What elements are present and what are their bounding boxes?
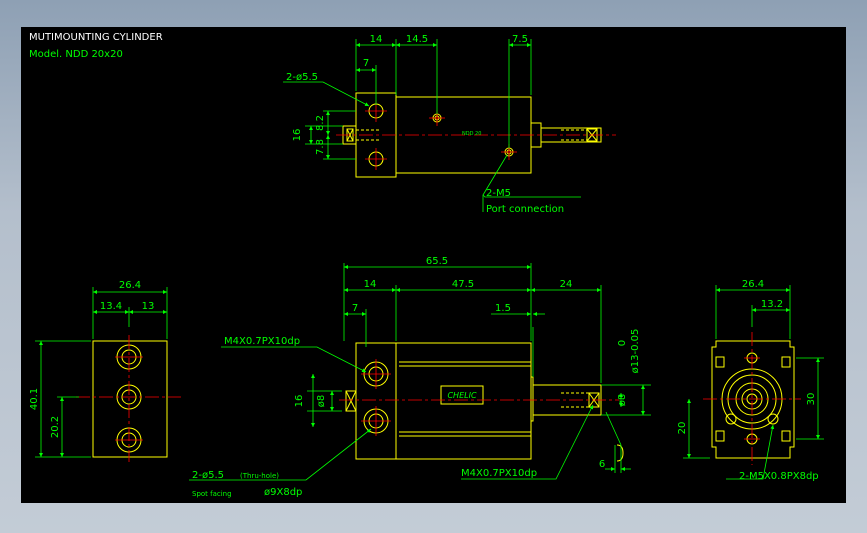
dim-front-d8-right: ø8 — [617, 394, 628, 406]
dim-left-20-2: 20.2 — [50, 416, 61, 438]
front-body — [395, 342, 532, 460]
spot-facing-label: Spot facing — [192, 490, 232, 498]
dim-front-65-5: 65.5 — [426, 256, 448, 267]
drawing-canvas: 14 14.5 7.5 7 2-ø5.5 16 8.2 7.8 2-M5 Por… — [29, 34, 824, 498]
right-view: 26.4 13.2 30 20 2-M5X0.8PX8dp — [677, 279, 824, 482]
dim-right-26-4: 26.4 — [742, 279, 764, 290]
dim-top-14-5: 14.5 — [406, 34, 428, 45]
dim-front-d13: ø13-0.05 — [630, 329, 641, 374]
dim-left-13-4: 13.4 — [100, 301, 122, 312]
dim-top-7-8: 7.8 — [315, 139, 326, 155]
dim-right-13-2: 13.2 — [761, 299, 783, 310]
left-view-outline — [92, 340, 168, 458]
spot-facing-dim: ø9X8dp — [264, 487, 302, 498]
top-body-marking: NDD 20 — [462, 131, 481, 137]
dim-top-16: 16 — [292, 129, 303, 142]
right-thread-label: 2-M5X0.8PX8dp — [739, 471, 819, 482]
port-connection-label: Port connection — [486, 204, 564, 215]
dim-left-13: 13 — [142, 301, 155, 312]
dim-left-40-1: 40.1 — [29, 388, 40, 410]
dim-front-24: 24 — [560, 279, 573, 290]
brand-label: CHELIC — [447, 391, 476, 400]
dim-left-26-4: 26.4 — [119, 280, 141, 291]
port-label: 2-M5 — [486, 188, 511, 199]
dim-top-7-5: 7.5 — [512, 34, 528, 45]
front-rod — [532, 384, 602, 416]
dim-right-30: 30 — [806, 393, 817, 406]
dim-front-47-5: 47.5 — [452, 279, 474, 290]
front-view: 65.5 14 47.5 24 7 1.5 M4X0.7PX10dp 16 ø8… — [189, 256, 651, 498]
dim-front-d8-left: ø8 — [316, 395, 327, 407]
right-view-outline — [711, 340, 795, 459]
drawing-viewport[interactable]: MUTIMOUNTING CYLINDER Model. NDD 20x20 — [21, 27, 846, 503]
dim-front-7: 7 — [352, 303, 358, 314]
front-thread-label-right: M4X0.7PX10dp — [461, 468, 537, 479]
dim-front-16: 16 — [294, 395, 305, 408]
dim-top-7: 7 — [363, 58, 369, 69]
dim-front-14: 14 — [364, 279, 377, 290]
front-hole-thru-note: (Thru-hole) — [240, 472, 279, 480]
dim-front-0: 0 — [617, 340, 628, 346]
dim-front-1-5: 1.5 — [495, 303, 511, 314]
top-view: 14 14.5 7.5 7 2-ø5.5 16 8.2 7.8 2-M5 Por… — [283, 34, 616, 215]
top-hole-label: 2-ø5.5 — [286, 72, 318, 83]
dim-top-14: 14 — [370, 34, 383, 45]
left-view: 26.4 13.4 13 40.1 20.2 — [29, 280, 181, 462]
drawing-title: MUTIMOUNTING CYLINDER — [29, 32, 163, 43]
front-thread-label-left: M4X0.7PX10dp — [224, 336, 300, 347]
dim-front-6: 6 — [599, 459, 605, 470]
model-label: Model. NDD 20x20 — [29, 49, 123, 60]
front-hole-note: 2-ø5.5 — [192, 470, 224, 481]
dim-right-20: 20 — [677, 422, 688, 435]
dim-top-8-2: 8.2 — [315, 115, 326, 131]
